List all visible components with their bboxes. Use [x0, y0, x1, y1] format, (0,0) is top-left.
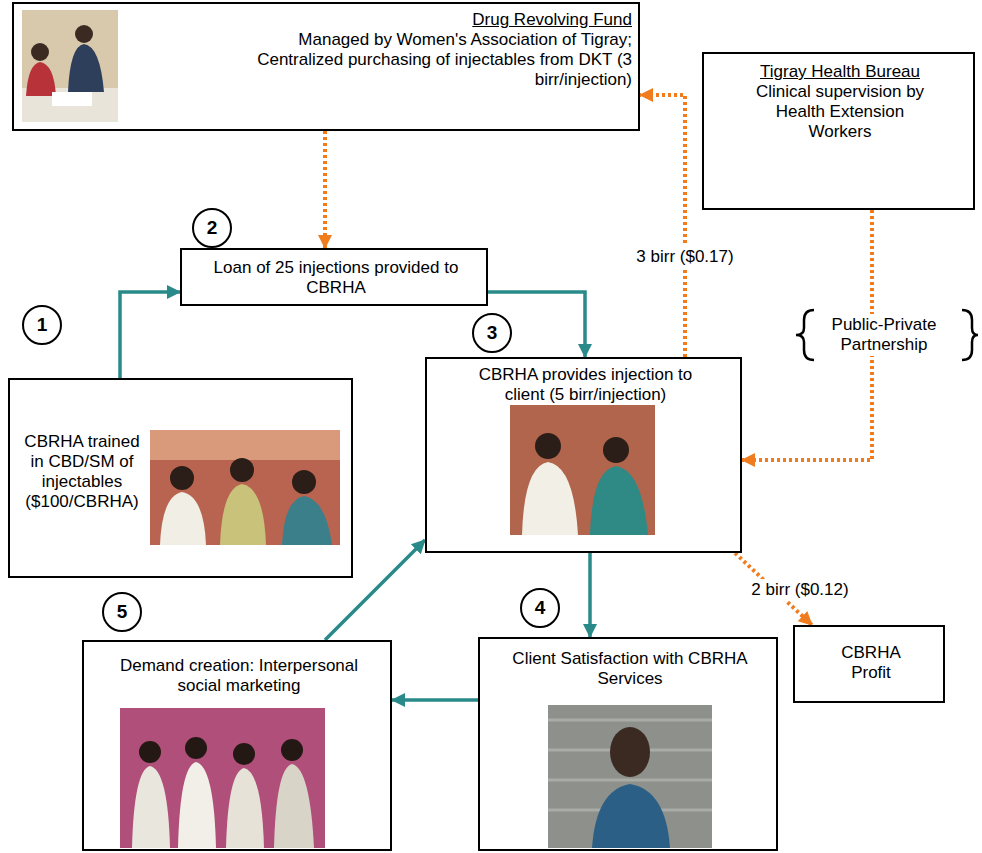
photo-group: [120, 708, 325, 848]
photo-figure: [31, 43, 49, 61]
text-area: CBRHA Profit: [825, 643, 917, 683]
box-heading: Tigray Health Bureau: [750, 62, 930, 82]
callout-circle: [521, 589, 559, 627]
photo-figure: [610, 727, 650, 777]
callout-number: 1: [37, 315, 48, 335]
process-box: Client Satisfaction with CBRHA Services: [478, 637, 778, 851]
process-box: CBRHA Profit: [793, 625, 945, 703]
callout-circle: [193, 209, 231, 247]
box-text: CBRHA trained in CBD/SM of injectables (…: [18, 432, 146, 512]
photo-figure: [68, 44, 104, 92]
callout-number: 2: [207, 218, 218, 238]
money-flow-arrow: [640, 95, 685, 357]
process-box: CBRHA provides injection to client (5 bi…: [425, 357, 742, 553]
brace-right: [962, 310, 978, 360]
photo-figure: [178, 762, 216, 848]
photo-figure: [185, 737, 207, 759]
edge-label: 3 birr ($0.17): [633, 246, 736, 268]
box-text: Demand creation: Interpersonal social ma…: [104, 656, 374, 696]
photo-figure: [226, 768, 264, 848]
photo-figure: [230, 458, 254, 482]
photo-office: [22, 10, 118, 122]
callout-number: 5: [117, 602, 128, 622]
photo-figure: [220, 484, 266, 545]
text-area: Demand creation: Interpersonal social ma…: [104, 656, 374, 696]
photo-client: [548, 705, 712, 848]
box-text: Clinical supervision by Health Extension…: [750, 82, 930, 142]
photo-figure: [170, 466, 194, 490]
callout-circle: [103, 593, 141, 631]
photo-figure: [139, 741, 161, 763]
box-text: Loan of 25 injections provided to CBRHA: [196, 258, 476, 298]
process-arrow: [392, 698, 478, 702]
callout-circles: [23, 209, 559, 631]
text-area: CBRHA provides injection to client (5 bi…: [457, 365, 714, 405]
process-arrow: [120, 292, 180, 378]
photo-figure: [274, 764, 314, 848]
text-area: Client Satisfaction with CBRHA Services: [510, 649, 750, 689]
photo-figure: [75, 25, 93, 43]
photo-figure: [282, 496, 332, 545]
callout-number: 4: [535, 598, 546, 618]
callout-circle: [23, 306, 61, 344]
photo-figure: [132, 766, 170, 848]
process-box: Tigray Health BureauClinical supervision…: [702, 52, 975, 210]
process-box: Demand creation: Interpersonal social ma…: [82, 640, 392, 851]
process-arrow: [588, 553, 592, 637]
process-arrow: [325, 540, 425, 640]
text-area: Drug Revolving FundManaged by Women's As…: [224, 10, 632, 90]
photo-ground: [120, 708, 325, 848]
edge-label: 2 birr ($0.12): [748, 579, 851, 601]
photo-figure: [160, 492, 206, 545]
photo-figure: [535, 433, 561, 459]
process-box: CBRHA trained in CBD/SM of injectables (…: [8, 378, 353, 578]
text-area: Loan of 25 injections provided to CBRHA: [196, 258, 476, 298]
box-text: CBRHA provides injection to client (5 bi…: [457, 365, 714, 405]
process-arrow: [488, 292, 585, 357]
photo-ground: [150, 430, 340, 545]
partnership-label: Public-Private Partnership: [811, 314, 957, 356]
callout-circle: [473, 314, 511, 352]
box-text: Client Satisfaction with CBRHA Services: [510, 649, 750, 689]
photo-figure: [590, 466, 648, 535]
callout-number: 3: [487, 323, 498, 343]
box-text: Managed by Women's Association of Tigray…: [224, 30, 632, 90]
photo-figure: [592, 784, 670, 848]
photo-ground: [510, 405, 655, 535]
process-box: Drug Revolving FundManaged by Women's As…: [12, 2, 640, 131]
photo-figure: [281, 739, 303, 761]
photo-figure: [26, 62, 56, 96]
photo-ground: [548, 705, 712, 848]
photo-training: [150, 430, 340, 545]
photo-injection: [510, 405, 655, 535]
photo-figure: [603, 437, 629, 463]
photo-figure: [522, 462, 578, 535]
photo-ground: [22, 10, 118, 122]
photo-figure: [233, 743, 255, 765]
photo-paper: [52, 92, 92, 106]
photo-wall: [150, 430, 340, 460]
text-area: CBRHA trained in CBD/SM of injectables (…: [18, 432, 146, 512]
money-flow-arrow: [323, 131, 327, 248]
box-text: CBRHA Profit: [825, 643, 917, 683]
photo-figure: [292, 470, 316, 494]
text-area: Tigray Health BureauClinical supervision…: [750, 62, 930, 142]
process-box: Loan of 25 injections provided to CBRHA: [180, 248, 488, 306]
box-heading: Drug Revolving Fund: [224, 10, 632, 30]
